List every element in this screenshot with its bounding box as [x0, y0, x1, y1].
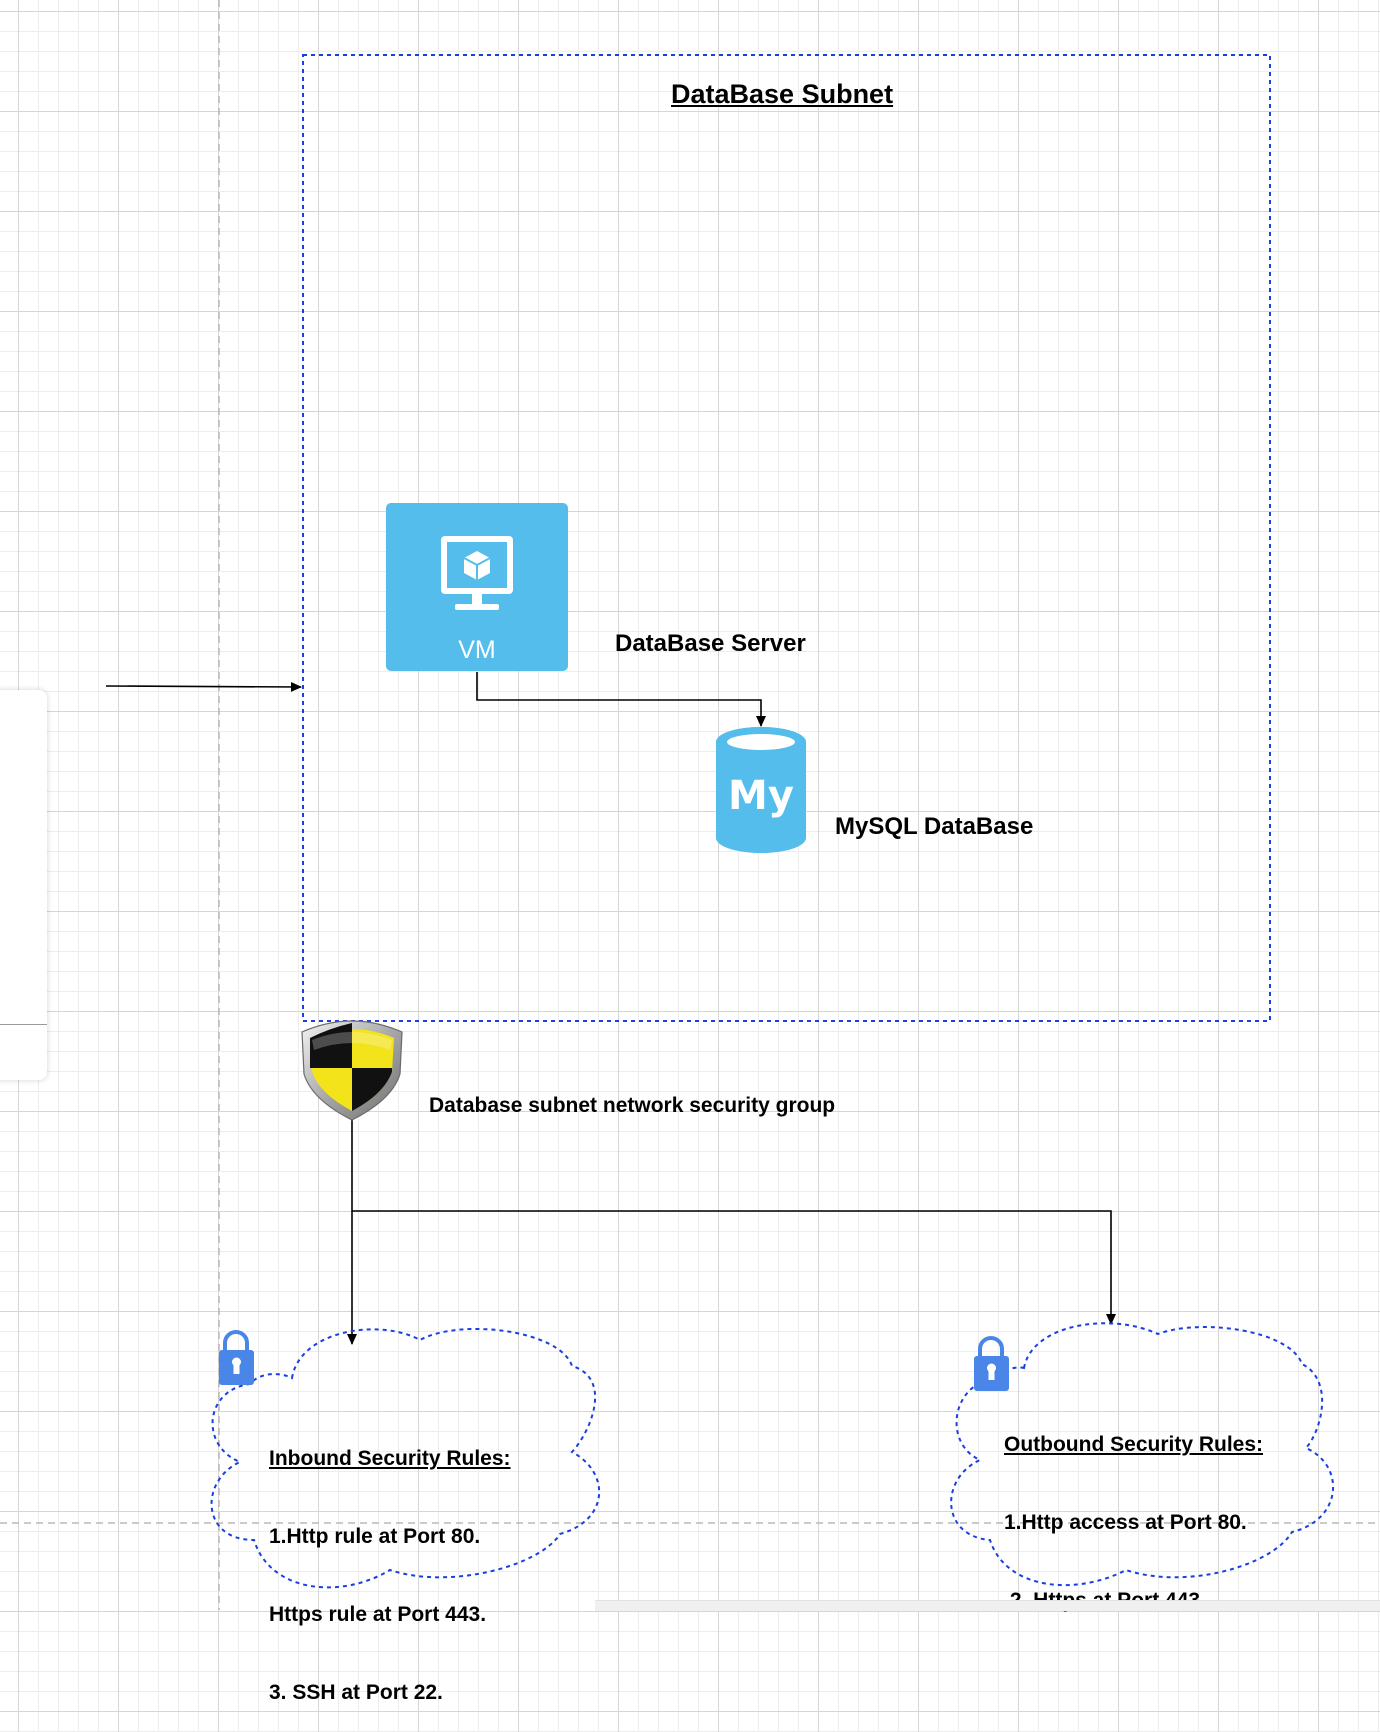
side-panel-divider: [0, 1024, 47, 1025]
inbound-rule-1: 1.Http rule at Port 80.: [269, 1525, 481, 1548]
inbound-rule-3: 3. SSH at Port 22.: [269, 1681, 443, 1704]
outbound-rules-cloud[interactable]: [950, 1322, 1335, 1587]
subnet-title: DataBase Subnet: [671, 79, 894, 109]
diagram-canvas: My: [0, 0, 1380, 1610]
vm-monitor-icon: [441, 536, 513, 610]
database-subnet-container[interactable]: [302, 54, 1271, 1022]
inbound-rules-header: Inbound Security Rules:: [269, 1447, 511, 1470]
inbound-rule-2: Https rule at Port 443.: [269, 1603, 487, 1626]
outbound-lock-icon[interactable]: [974, 1336, 1009, 1391]
vm-label: VM: [458, 636, 496, 664]
vm-node[interactable]: VM: [386, 503, 568, 671]
security-shield-icon[interactable]: [301, 1020, 403, 1121]
inbound-rules-text: Inbound Security Rules: 1.Http rule at P…: [269, 1394, 511, 1732]
outbound-rule-1: 1.Http access at Port 80.: [1004, 1511, 1247, 1534]
incoming-connector[interactable]: [105, 681, 302, 692]
mysql-database-icon[interactable]: My: [716, 727, 806, 853]
mysql-logo-text: My: [728, 773, 794, 819]
vm-to-mysql-connector[interactable]: [476, 672, 766, 727]
inbound-rules-cloud[interactable]: [210, 1327, 600, 1589]
nsg-label: Database subnet network security group: [429, 1094, 836, 1117]
mysql-database-label: MySQL DataBase: [835, 813, 1034, 840]
outbound-rules-header: Outbound Security Rules:: [1004, 1433, 1264, 1456]
database-server-label: DataBase Server: [615, 630, 806, 657]
side-panel: [0, 690, 47, 1080]
nsg-to-outbound-connector[interactable]: [352, 1210, 1116, 1325]
inbound-lock-icon[interactable]: [219, 1330, 254, 1385]
horizontal-scrollbar[interactable]: [595, 1600, 1380, 1611]
